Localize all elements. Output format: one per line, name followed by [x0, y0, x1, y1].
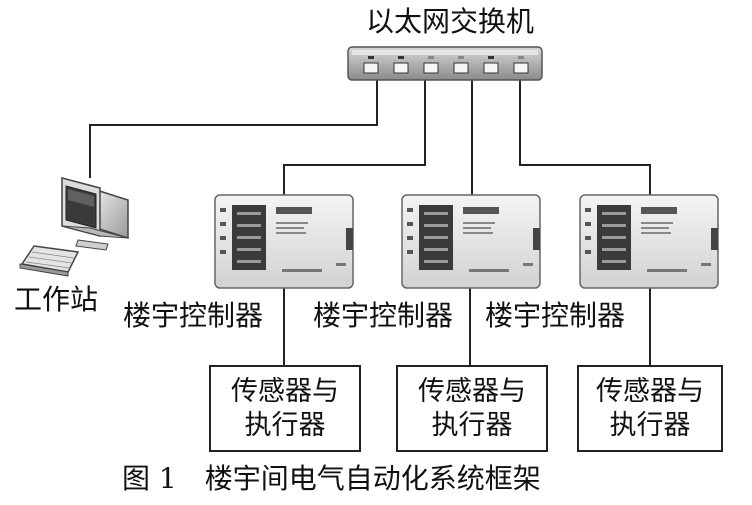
- io-box-2-line2: 执行器: [431, 409, 513, 441]
- building-controller-1-icon: [214, 194, 354, 289]
- switch-label: 以太网交换机: [366, 5, 535, 38]
- workstation-computer-icon: [19, 177, 129, 277]
- workstation-label: 工作站: [14, 283, 99, 316]
- connection-lines: [89, 80, 651, 365]
- io-box-2: 传感器与 执行器: [396, 365, 548, 452]
- io-box-3: 传感器与 执行器: [577, 365, 723, 452]
- io-box-2-line1: 传感器与: [418, 375, 526, 407]
- link-switch-workstation: [89, 80, 378, 178]
- io-box-3-line1: 传感器与: [596, 375, 704, 407]
- ethernet-switch-icon: [347, 46, 543, 81]
- controller-3-label: 楼宇控制器: [485, 299, 626, 332]
- building-controller-3-icon: [579, 194, 719, 289]
- switch-ports: [363, 62, 529, 74]
- building-controller-2-icon: [401, 194, 541, 289]
- link-switch-controller-3: [519, 80, 651, 195]
- io-box-1: 传感器与 执行器: [209, 365, 361, 452]
- figure-caption: 图 1 楼宇间电气自动化系统框架: [122, 462, 541, 495]
- controller-1-label: 楼宇控制器: [123, 299, 264, 332]
- io-box-1-line1: 传感器与: [231, 375, 339, 407]
- io-box-1-line2: 执行器: [244, 409, 326, 441]
- io-box-3-line2: 执行器: [609, 409, 691, 441]
- link-switch-controller-1: [283, 80, 426, 195]
- controller-2-label: 楼宇控制器: [313, 299, 454, 332]
